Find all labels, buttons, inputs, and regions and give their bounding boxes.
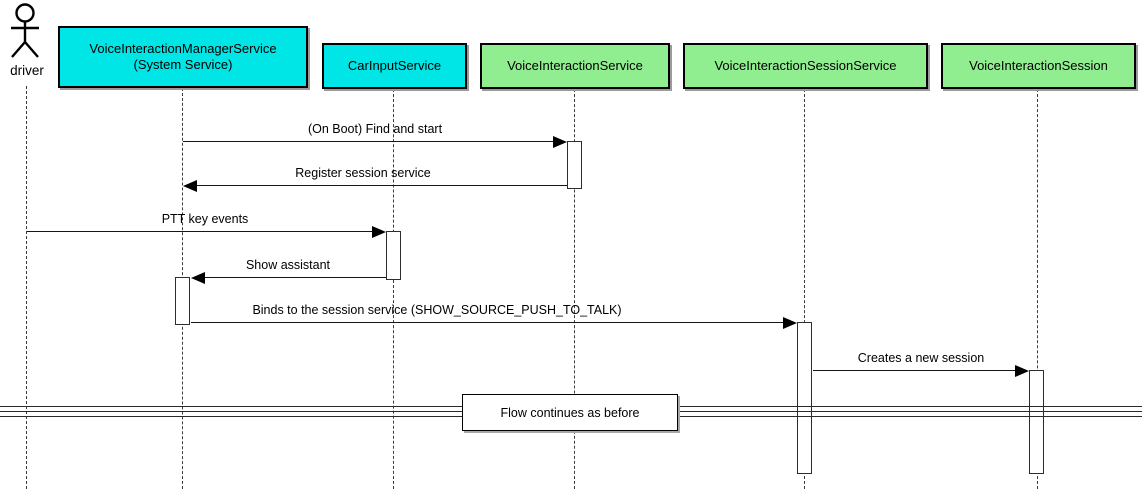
message-label: PTT key events [161, 212, 249, 226]
participant-label: CarInputService [347, 58, 442, 73]
participant-label: VoiceInteractionSession [969, 58, 1108, 73]
message-label: Binds to the session service (SHOW_SOURC… [252, 303, 622, 317]
message-label: (On Boot) Find and start [307, 122, 443, 136]
actor-label: driver [10, 63, 44, 78]
participant-voice-interaction-service: VoiceInteractionService [480, 43, 670, 89]
activation-voice-interaction-session-service [797, 322, 812, 474]
message-line [27, 231, 374, 232]
arrowhead-right-icon [1015, 365, 1029, 377]
activation-voice-interaction-service [567, 141, 582, 189]
arrowhead-left-icon [183, 180, 197, 192]
participant-label: VoiceInteractionSessionService [714, 58, 897, 73]
lifeline-car-input-service [393, 89, 394, 489]
participant-label: VoiceInteractionManagerService [89, 41, 277, 56]
lifeline-voice-interaction-session [1037, 89, 1038, 489]
lifeline-voice-interaction-service [574, 89, 575, 489]
participant-voice-interaction-session-service: VoiceInteractionSessionService [683, 43, 928, 89]
message-line [197, 185, 567, 186]
participant-sublabel: (System Service) [133, 57, 233, 72]
arrowhead-left-icon [191, 272, 205, 284]
lifeline-voice-interaction-session-service [804, 89, 805, 489]
lifeline-driver [26, 86, 27, 489]
activation-voice-interaction-manager-service [175, 277, 190, 325]
stick-figure-icon [11, 3, 39, 58]
divider-label: Flow continues as before [500, 405, 640, 420]
arrowhead-right-icon [783, 317, 797, 329]
activation-voice-interaction-session [1029, 370, 1044, 474]
message-label: Show assistant [245, 258, 331, 272]
message-line [813, 370, 1017, 371]
message-line [205, 277, 386, 278]
participant-label: VoiceInteractionService [507, 58, 643, 73]
message-label: Register session service [295, 166, 431, 180]
arrowhead-right-icon [372, 226, 386, 238]
participant-car-input-service: CarInputService [322, 43, 467, 89]
actor-driver: driver [0, 0, 56, 86]
participant-voice-interaction-manager-service: VoiceInteractionManagerService (System S… [58, 26, 308, 88]
message-line [191, 322, 785, 323]
message-line [183, 141, 555, 142]
arrowhead-right-icon [553, 136, 567, 148]
divider-label-box: Flow continues as before [462, 394, 678, 431]
activation-car-input-service [386, 231, 401, 280]
participant-voice-interaction-session: VoiceInteractionSession [941, 43, 1136, 89]
message-label: Creates a new session [857, 351, 985, 365]
